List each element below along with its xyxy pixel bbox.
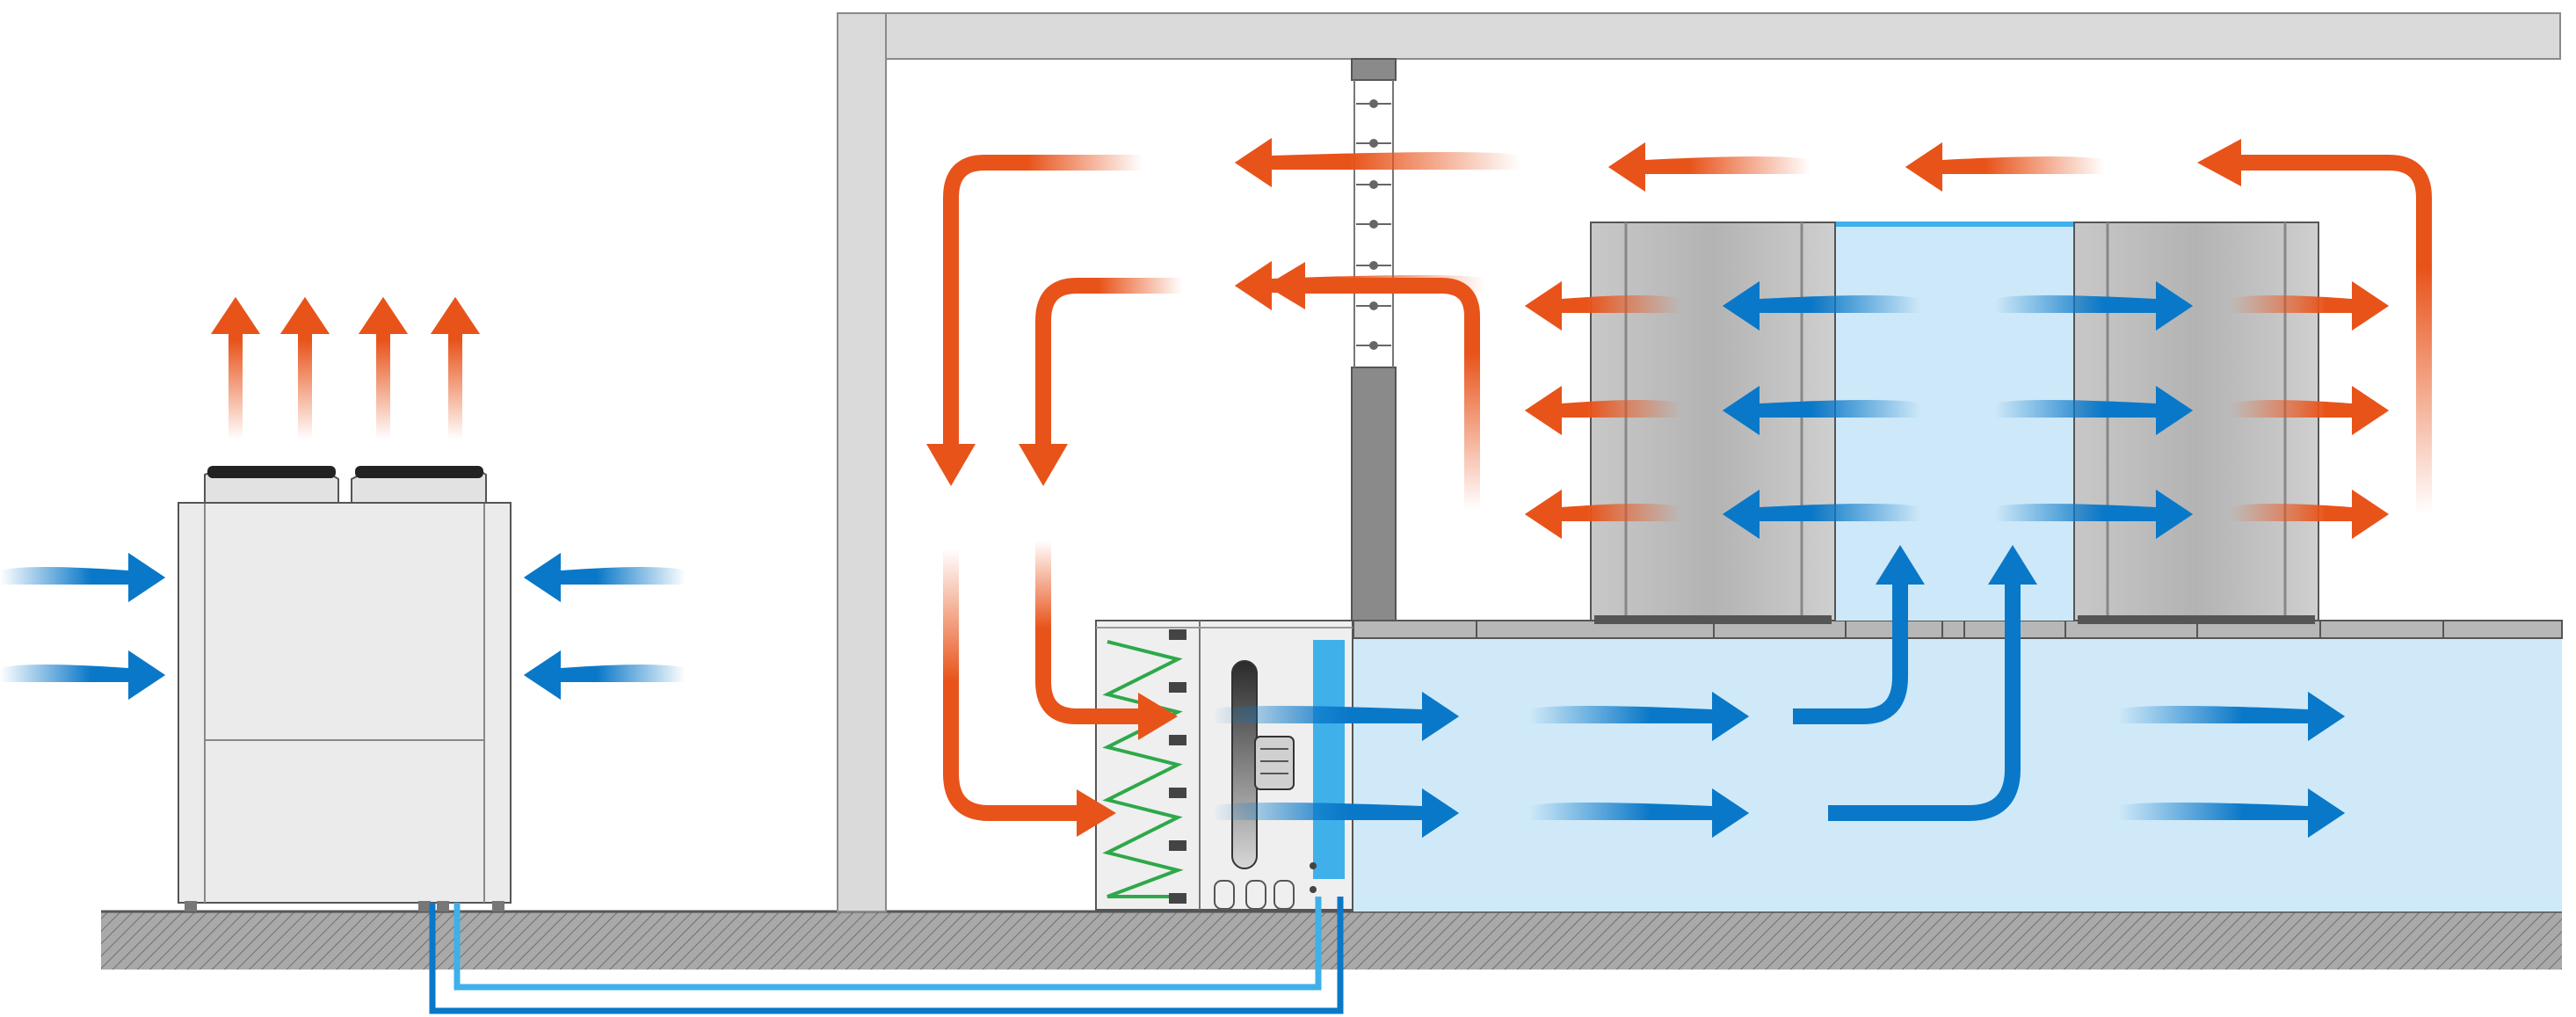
coil-icon [1102,629,1186,904]
return-into-crah-lower [943,549,1081,821]
rack-left-intake-1-head [1723,281,1760,331]
humidifier-panel [1313,640,1345,879]
building-frame [837,12,2561,912]
return-into-crah-upper-head [1138,693,1178,740]
return-arrow-top-1 [1235,138,1520,187]
rack-right-exhaust-2 [2231,386,2389,435]
return-into-crah-lower-head [1077,789,1116,837]
plenum-rise-right-head [1988,545,2037,585]
rack-left-intake-3-head [1723,490,1760,539]
hot-rise-right [2237,155,2432,514]
server-rack-left [1590,222,1836,624]
return-arrow-top-2 [1608,142,1810,192]
return-loop-inner-head [1019,444,1068,486]
rack-right-exhaust-2-head [2352,386,2389,435]
rack-right-exhaust-3-head [2352,490,2389,539]
plenum-arrow-5 [2118,692,2345,741]
raised-floor [1353,620,2563,639]
exhaust-arrow-3-head [359,297,408,334]
partition-column [1351,58,1397,621]
rack-right-intake-1 [1995,281,2193,331]
return-arrow-top-1-head [1235,138,1272,187]
coolant-pipe-supply [429,897,1344,1014]
intake-arrow-right-1-head [524,553,561,602]
outdoor-condenser-unit [178,466,512,912]
plenum-arrow-4-head [1712,788,1749,838]
coolant-pipe-return [454,897,1322,991]
plenum-arrow-3 [1529,692,1749,741]
coolant-pipes [429,897,1344,1014]
rack-left-exhaust-3 [1525,490,1680,539]
plenum-arrow-1 [1213,692,1459,741]
rack-right-exhaust-3 [2231,490,2389,539]
intake-arrow-right-2-head [524,650,561,700]
return-arrow-top-3-head [1905,142,1942,192]
exhaust-arrow-2-head [280,297,330,334]
return-arrow-top-3 [1905,142,2105,192]
fan-housing-icon [204,466,487,504]
rack-right-intake-3-head [2156,490,2193,539]
rack-left-intake-3 [1723,490,1920,539]
rack-left-exhaust-3-head [1525,490,1562,539]
hot-rise-left [1301,278,1480,510]
plenum-arrow-6 [2118,788,2345,838]
intake-arrow-left-2-head [128,650,165,700]
rack-right-exhaust-1-head [2352,281,2389,331]
plenum-rise-left-head [1876,545,1925,585]
plenum-arrow-2 [1213,788,1459,838]
exhaust-arrow-4-head [431,297,480,334]
computer-room-air-handler [1095,620,1353,911]
intake-arrow-left-1-head [128,553,165,602]
partition-curtain-clips [1356,99,1391,350]
rack-left-exhaust-2 [1525,386,1680,435]
plenum-arrow-1-head [1422,692,1459,741]
plenum-arrow-6-head [2308,788,2345,838]
rack-right-intake-2 [1995,386,2193,435]
rack-left-intake-2-head [1723,386,1760,435]
rack-left-exhaust-1 [1525,281,1680,331]
intake-arrow-right-2 [524,650,686,700]
intake-arrow-left-1 [0,553,165,602]
plenum-rise-left [1793,580,1908,724]
cold-aisle-containment [1835,224,2074,621]
return-arrow-top-4-head [1235,261,1272,310]
rack-left-intake-2 [1723,386,1920,435]
hot-rise-right-head [2197,139,2241,186]
hot-rise-left-head [1266,262,1305,309]
return-into-crah-upper [1035,541,1143,724]
plenum-arrow-2-head [1422,788,1459,838]
return-loop-outer-head [926,444,976,486]
intake-arrow-left-2 [0,650,165,700]
rack-right-intake-3 [1995,490,2193,539]
rack-right-intake-2-head [2156,386,2193,435]
return-loop-inner [1035,278,1182,448]
server-rack-right [2073,222,2319,624]
rack-right-exhaust-1 [2231,281,2389,331]
rack-left-exhaust-1-head [1525,281,1562,331]
plenum-arrow-3-head [1712,692,1749,741]
plenum-arrow-5-head [2308,692,2345,741]
raised-floor-plenum [1353,637,2562,912]
airflow-arrows [0,138,2432,838]
exhaust-arrow-1-head [211,297,260,334]
return-arrow-top-2-head [1608,142,1645,192]
rack-left-exhaust-2-head [1525,386,1562,435]
rack-left-intake-1 [1723,281,1920,331]
return-loop-outer [943,155,1143,448]
plenum-rise-right [1828,580,2021,821]
plenum-arrow-4 [1529,788,1749,838]
intake-arrow-right-1 [524,553,686,602]
ground [101,912,2562,970]
rack-right-intake-1-head [2156,281,2193,331]
